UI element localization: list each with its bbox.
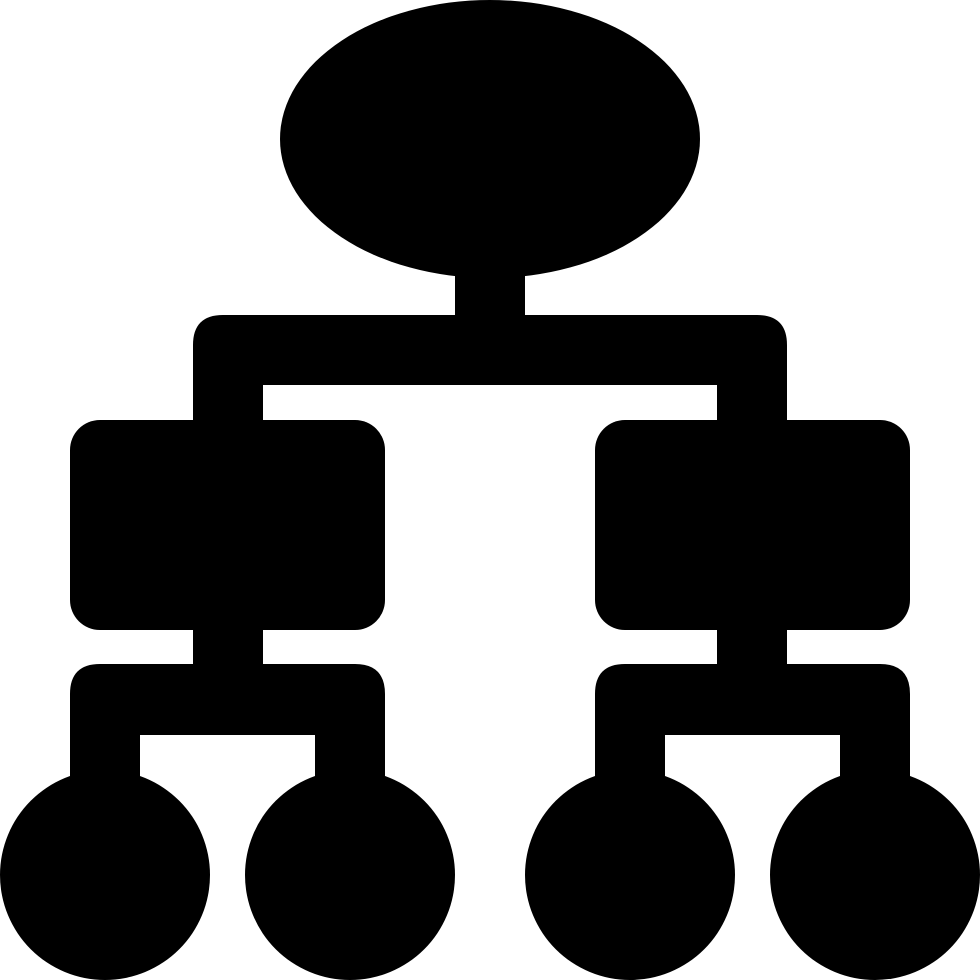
top-bracket-connector [193, 315, 787, 430]
leaf-node-circle-2 [245, 770, 455, 980]
leaf-node-circle-3 [525, 770, 735, 980]
right-mid-node [595, 420, 910, 630]
left-lower-bracket-connector [70, 664, 385, 790]
root-node-ellipse [280, 0, 700, 278]
leaf-node-circle-1 [0, 770, 210, 980]
left-mid-node [70, 420, 385, 630]
leaf-node-circle-4 [770, 770, 980, 980]
right-lower-bracket-connector [595, 664, 910, 790]
